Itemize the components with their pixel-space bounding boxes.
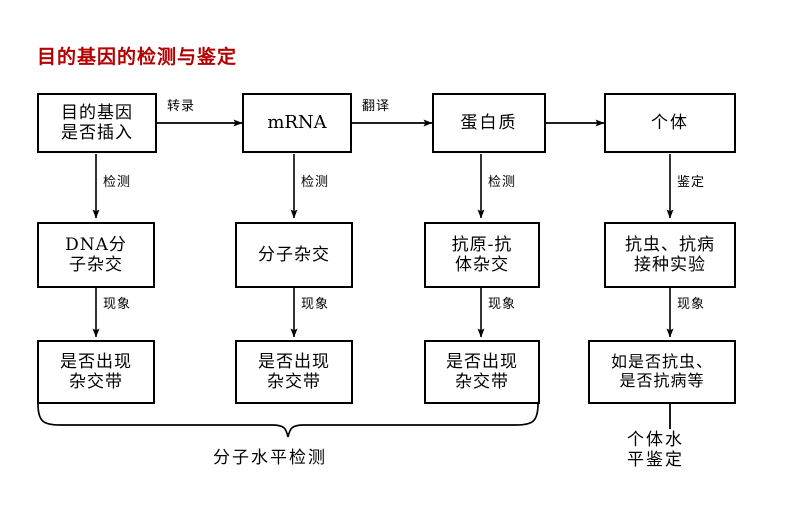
box-protein-line-1: 蛋白质: [460, 112, 518, 133]
box-hybridization-band-3[interactable]: 是否出现 杂交带: [424, 340, 540, 404]
label-phenomenon-4: 现象: [677, 297, 706, 312]
box-band1-line-1: 是否出现: [60, 351, 132, 372]
box-mrna-line-1: mRNA: [267, 112, 327, 134]
box-band2-line-2: 杂交带: [267, 372, 321, 392]
caption-individual-line-2: 平鉴定: [627, 450, 684, 471]
box-mrna[interactable]: mRNA: [242, 93, 352, 153]
box-molecular-hybridization[interactable]: 分子杂交: [235, 222, 353, 288]
label-translation: 翻译: [362, 99, 391, 114]
label-phenomenon-1: 现象: [103, 297, 132, 312]
box-inoculation-line-1: 抗虫、抗病: [625, 234, 715, 255]
label-phenomenon-3: 现象: [488, 297, 517, 312]
box-hybridization-band-1[interactable]: 是否出现 杂交带: [37, 340, 155, 404]
caption-individual-level-identification: 个体水 平鉴定: [627, 430, 684, 471]
caption-individual-line-1: 个体水: [627, 430, 684, 450]
box-inoculation-line-2: 接种实验: [634, 255, 706, 275]
box-antigen-antibody-hybridization[interactable]: 抗原-抗 体杂交: [424, 222, 540, 288]
box-pest-disease-resistance[interactable]: 如是否抗虫、 是否抗病等: [588, 340, 736, 404]
box-individual[interactable]: 个体: [604, 93, 736, 153]
label-identify-4: 鉴定: [677, 175, 706, 190]
label-detect-1: 检测: [103, 175, 132, 190]
box-mol-hyb-line-1: 分子杂交: [258, 244, 330, 265]
box-protein[interactable]: 蛋白质: [432, 93, 546, 153]
box-resistance-line-2: 是否抗病等: [619, 371, 705, 390]
box-band3-line-1: 是否出现: [446, 351, 518, 372]
caption-molecular-level-detection: 分子水平检测: [213, 448, 327, 468]
box-target-gene-line-2: 是否插入: [61, 123, 133, 143]
box-band3-line-2: 杂交带: [455, 372, 509, 392]
box-band2-line-1: 是否出现: [258, 351, 330, 372]
box-target-gene[interactable]: 目的基因 是否插入: [37, 93, 157, 153]
box-dna-hyb-line-2: 子杂交: [69, 255, 123, 275]
label-transcription: 转录: [167, 99, 196, 114]
box-dna-hyb-line-1: DNA分: [65, 234, 127, 255]
box-pest-disease-inoculation-test[interactable]: 抗虫、抗病 接种实验: [604, 222, 736, 288]
molecular-brace: [37, 403, 539, 438]
box-band1-line-2: 杂交带: [69, 372, 123, 392]
box-resistance-line-1: 如是否抗虫、: [610, 352, 713, 372]
label-detect-3: 检测: [488, 175, 517, 190]
box-hybridization-band-2[interactable]: 是否出现 杂交带: [235, 340, 353, 404]
box-ag-ab-line-2: 体杂交: [455, 255, 509, 275]
label-phenomenon-2: 现象: [301, 297, 330, 312]
page-title: 目的基因的检测与鉴定: [37, 46, 238, 68]
box-dna-molecular-hybridization[interactable]: DNA分 子杂交: [37, 222, 155, 288]
box-target-gene-line-1: 目的基因: [61, 102, 133, 123]
box-ag-ab-line-1: 抗原-抗: [451, 234, 513, 255]
label-detect-2: 检测: [301, 175, 330, 190]
box-individual-line-1: 个体: [651, 112, 689, 133]
